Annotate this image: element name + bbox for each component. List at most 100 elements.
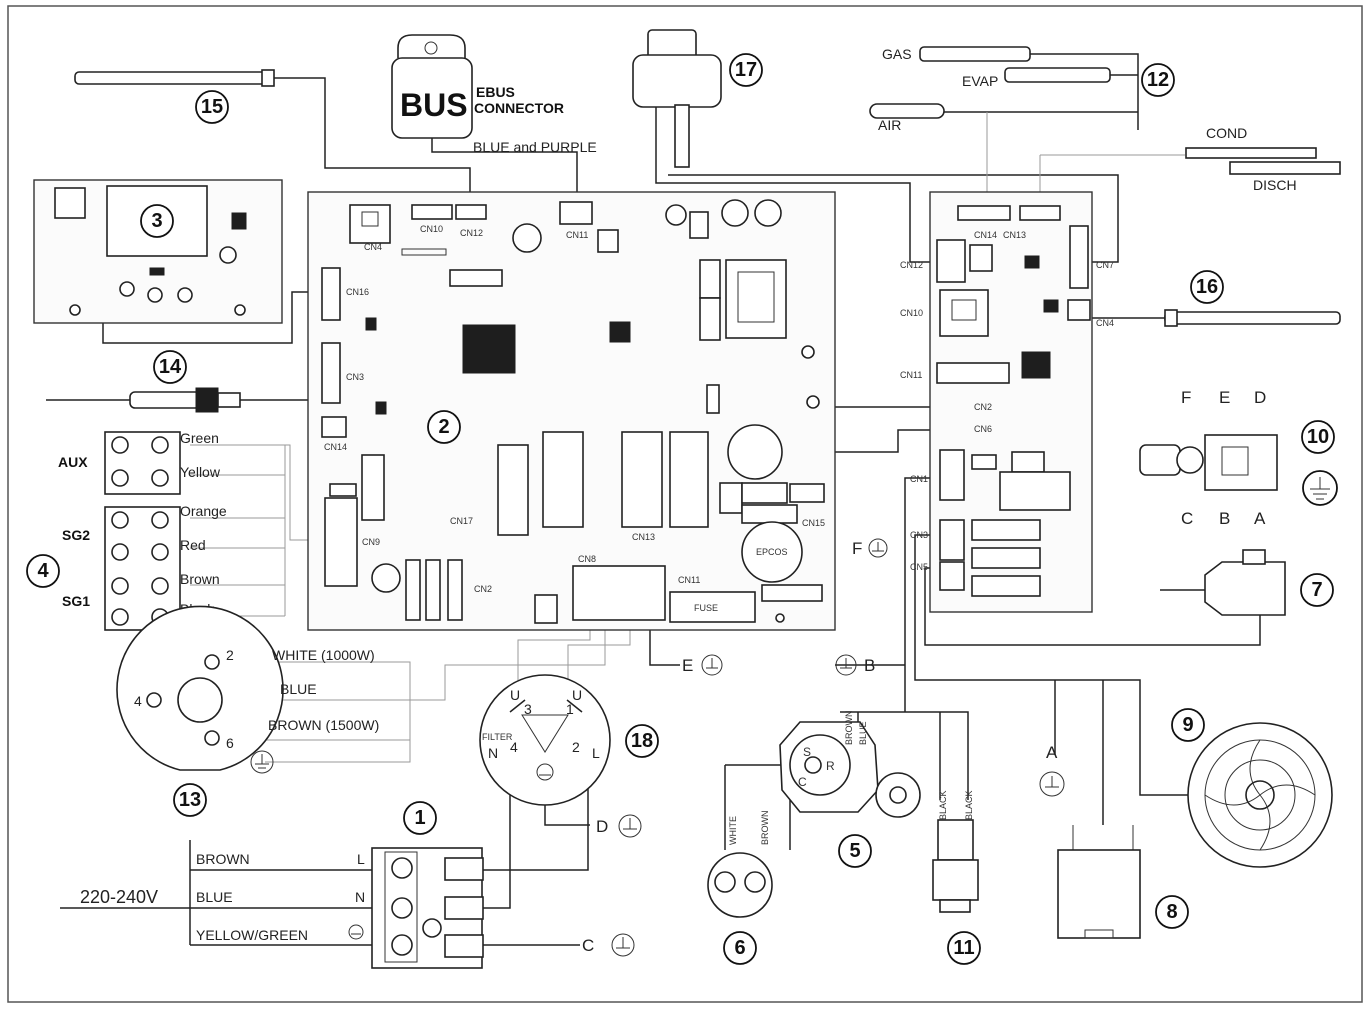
power-brown-label: BROWN [196, 851, 250, 867]
callout-14-circle [153, 350, 187, 384]
fan-capacitor-8 [1057, 849, 1141, 939]
pressure-switch-18: U 3 U 1 N 4 2 L FILTER [479, 674, 611, 806]
comp-brown2: BROWN [760, 811, 770, 846]
callout-9: 9 [1182, 714, 1193, 736]
terminal-block-4: AUX SG2 SG1 Green Yellow Orange Red Brow… [58, 430, 227, 631]
callout-17: 17 [735, 59, 757, 81]
cn11-top-connector [559, 201, 593, 225]
callout-15: 15 [201, 96, 223, 118]
callout-11: 11 [953, 937, 974, 959]
callout-5: 5 [849, 840, 860, 862]
wire-orange-label: Orange [180, 503, 227, 519]
ground-icon [611, 933, 635, 957]
ground-f-label: F [852, 539, 862, 558]
sensor-disch [1229, 161, 1341, 175]
rcn12-label: CN12 [900, 260, 923, 270]
rcn2-label: CN2 [974, 402, 992, 412]
power-l-label: L [357, 851, 365, 867]
callout-7: 7 [1311, 579, 1322, 601]
power-yg-label: YELLOW/GREEN [196, 927, 308, 943]
expansion-valve [632, 29, 722, 168]
callout-3: 3 [151, 210, 162, 232]
switch-l: L [592, 745, 600, 761]
callout-2-circle [427, 410, 461, 444]
ebus-body [391, 57, 473, 139]
ground-c-label: C [582, 936, 594, 955]
cn13-label: CN13 [632, 532, 655, 542]
sensor-disch-label: DISCH [1253, 177, 1297, 193]
ground-icon [1039, 771, 1065, 797]
rcn4-connector [1067, 299, 1091, 321]
cn9-connector [324, 497, 358, 587]
cn9-label: CN9 [362, 537, 380, 547]
callout-7-circle [1300, 573, 1334, 607]
cn10-label: CN10 [420, 224, 443, 234]
ebus-title-line1: EBUS [476, 84, 515, 100]
comp-white: WHITE [728, 816, 738, 845]
switch-3: 3 [524, 701, 532, 717]
valve-f: F [1181, 388, 1191, 407]
cn11-top-label: CN11 [566, 230, 588, 240]
rcn11-label: CN11 [900, 370, 922, 380]
callout-11-circle [947, 931, 981, 965]
callout-12-circle [1141, 63, 1175, 97]
heater-pin-6: 6 [226, 735, 234, 751]
callout-12: 12 [1147, 69, 1169, 91]
buzzer [512, 223, 542, 253]
main-control-board: CN4 CN10 CN12 CN11 CN16 CN3 CN14 [307, 191, 836, 631]
valve-e: E [1219, 388, 1230, 407]
ground-a-label: A [1046, 743, 1058, 762]
heater-pin-4: 4 [134, 693, 142, 709]
rcn10-label: CN10 [900, 308, 923, 318]
callout-6-circle [723, 931, 757, 965]
sensors-group-12: GAS EVAP AIR COND DISCH [869, 46, 1341, 193]
rcn5-label: CN5 [910, 562, 928, 572]
switch-u1: U [572, 687, 582, 703]
cn14-connector [321, 416, 347, 438]
sensor-gas [919, 46, 1031, 62]
ebus-wire-label: BLUE and PURPLE [473, 139, 597, 155]
switch-u3: U [510, 687, 520, 703]
callout-16: 16 [1196, 276, 1218, 298]
wire-red-label: Red [180, 537, 206, 553]
callout-4-circle [26, 554, 60, 588]
power-n-label: N [355, 889, 365, 905]
callout-8: 8 [1166, 901, 1177, 923]
rcn4-label: CN4 [1096, 318, 1114, 328]
callout-18-circle [625, 724, 659, 758]
cn16-connector [321, 267, 341, 321]
reversing-valve-10: F E D C B A [1139, 388, 1338, 528]
rcn1-connector [939, 449, 965, 501]
aux-label: AUX [58, 454, 88, 470]
heater-white-label: WHITE (1000W) [272, 647, 375, 663]
wire-green-label: Green [180, 430, 219, 446]
switch-4: 4 [510, 739, 518, 755]
cn4-label: CN4 [364, 242, 382, 252]
sensor-14 [46, 387, 241, 413]
cn8-connector [572, 565, 666, 621]
switch-filter: FILTER [482, 732, 513, 742]
cn4-rj-jack [349, 204, 391, 244]
comp-blue: BLUE [858, 721, 868, 745]
cn2-main-label: CN2 [474, 584, 492, 594]
ground-b-label: B [864, 656, 875, 675]
ground-e-label: E [682, 656, 693, 675]
callout-18: 18 [631, 730, 653, 752]
ground-icon [701, 654, 723, 676]
heater-element: 2 4 6 WHITE (1000W) BLUE BROWN (1500W) [116, 605, 379, 774]
callout-13: 13 [179, 789, 201, 811]
large-capacitor [727, 424, 783, 480]
ebus-logo-text: BUS [400, 87, 468, 123]
rcn14-label: CN14 [974, 230, 997, 240]
valve-d: D [1254, 388, 1266, 407]
rcn12-connector [936, 239, 966, 283]
cn12-label: CN12 [460, 228, 483, 238]
ground-icon [835, 654, 857, 676]
callout-10-circle [1301, 420, 1335, 454]
callout-16-circle [1190, 270, 1224, 304]
rcn3-label: CN3 [910, 530, 928, 540]
rcn11-connector [936, 362, 1010, 384]
callout-9-circle [1171, 708, 1205, 742]
heater-blue-label: BLUE [280, 681, 317, 697]
rcn13-label: CN13 [1003, 230, 1026, 240]
